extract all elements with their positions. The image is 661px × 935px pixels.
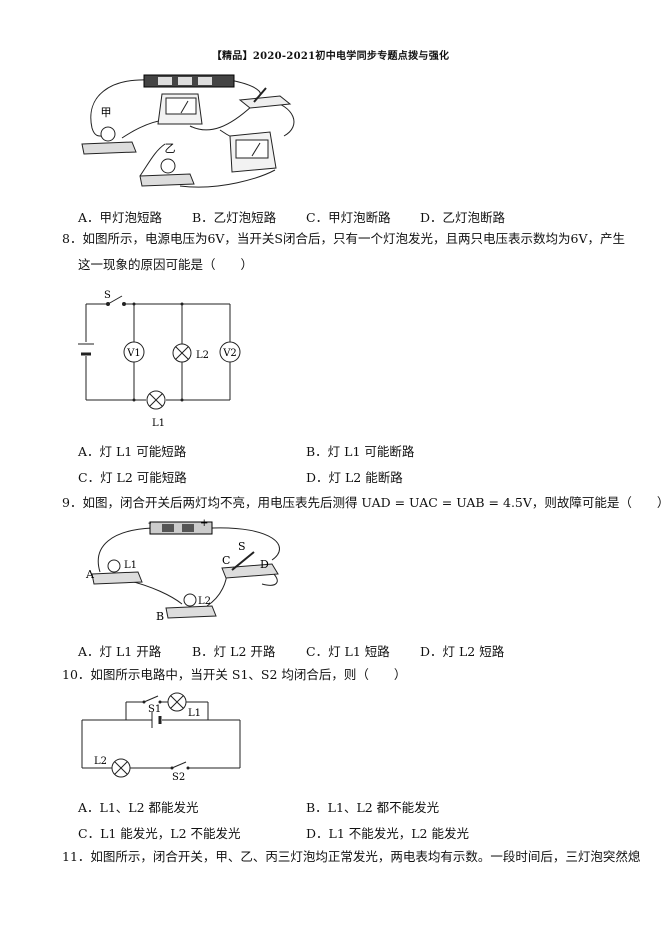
- q7-option-a[interactable]: A．甲灯泡短路: [78, 210, 163, 225]
- q9-option-c[interactable]: C．灯 L1 短路: [306, 644, 390, 659]
- lamp-l1-icon: [146, 390, 166, 410]
- q8-option-b[interactable]: B．灯 L1 可能断路: [306, 444, 415, 459]
- knife-switch-icon: [221, 551, 279, 579]
- q10-l1-label: L1: [188, 708, 201, 719]
- battery-icon: [149, 521, 213, 535]
- q8-stem-line2: 这一现象的原因可能是（ ）: [78, 257, 254, 272]
- battery-icon: [143, 74, 235, 88]
- q7-option-c[interactable]: C．甲灯泡断路: [306, 210, 391, 225]
- v1-label: V1: [126, 348, 141, 359]
- battery-minus-label: -: [148, 518, 151, 529]
- meter-icon: [157, 93, 203, 125]
- knife-switch-icon: [238, 87, 292, 109]
- q10-circuit-diagram: L1 S1 L2 S2: [81, 692, 241, 783]
- l2-label: L2: [196, 350, 209, 361]
- point-d-label: D: [260, 558, 269, 571]
- q7-option-d[interactable]: D．乙灯泡断路: [420, 210, 506, 225]
- q9-l1-label: L1: [124, 560, 137, 571]
- page-header: 【精品】2020-2021初中电学同步专题点拨与强化: [211, 51, 450, 62]
- lamp-base-icon: [81, 126, 137, 155]
- q8-circuit-diagram: V1 L2 V2 L1 S: [78, 290, 241, 429]
- q10-option-b[interactable]: B．L1、L2 都不能发光: [306, 800, 440, 815]
- lamp-l2-icon: [111, 758, 131, 778]
- q8-stem-line1: 8．如图所示，电源电压为6V，当开关S闭合后，只有一个灯泡发光，且两只电压表示数…: [62, 231, 625, 246]
- q8-option-a[interactable]: A．灯 L1 可能短路: [78, 444, 187, 459]
- q8-option-c[interactable]: C．灯 L2 可能短路: [78, 470, 187, 485]
- q9-circuit-figure: - + A L1 B L2 C D S: [85, 518, 280, 623]
- q10-s2-label: S2: [172, 772, 185, 783]
- battery-icon: [151, 712, 162, 728]
- lamp-base-icon: [165, 593, 217, 619]
- lamp-l1-icon: [167, 692, 187, 712]
- q10-stem-line1: 10．如图所示电路中，当开关 S1、S2 均闭合后，则（ ）: [62, 667, 407, 682]
- q9-option-a[interactable]: A．灯 L1 开路: [78, 644, 162, 659]
- q9-l2-label: L2: [198, 596, 211, 607]
- meter-icon: [229, 131, 277, 173]
- v2-label: V2: [222, 348, 237, 359]
- lamp-label-yi: 乙: [165, 142, 176, 155]
- battery-plus-label: +: [200, 518, 208, 529]
- lamp-label-jia: 甲: [101, 106, 112, 119]
- point-c-label: C: [222, 554, 230, 567]
- l1-label: L1: [152, 418, 165, 429]
- q10-s1-label: S1: [148, 704, 161, 715]
- q7-circuit-figure: 甲 乙: [81, 74, 295, 188]
- q10-option-d[interactable]: D．L1 不能发光，L2 能发光: [306, 826, 469, 841]
- q10-l2-label: L2: [94, 756, 107, 767]
- q10-option-c[interactable]: C．L1 能发光，L2 不能发光: [78, 826, 241, 841]
- q11-stem-line1: 11．如图所示，闭合开关，甲、乙、丙三灯泡均正常发光，两电表均有示数。一段时间后…: [62, 849, 641, 864]
- lamp-base-icon: [91, 559, 143, 585]
- voltmeter-v1-icon: [123, 341, 145, 363]
- lamp-base-icon: [139, 158, 195, 187]
- q9-switch-label: S: [238, 540, 246, 553]
- q9-option-d[interactable]: D．灯 L2 短路: [420, 644, 505, 659]
- q10-option-a[interactable]: A．L1、L2 都能发光: [78, 800, 199, 815]
- point-a-label: A: [85, 568, 95, 581]
- q7-option-b[interactable]: B．乙灯泡短路: [192, 210, 277, 225]
- switch-s-label: S: [104, 290, 111, 301]
- point-b-label: B: [156, 610, 164, 623]
- battery-icon: [78, 343, 94, 356]
- q9-stem-line1: 9．如图，闭合开关后两灯均不亮，用电压表先后测得 UAD = UAC = UAB…: [62, 495, 661, 510]
- voltmeter-v2-icon: [219, 341, 241, 363]
- q9-option-b[interactable]: B．灯 L2 开路: [192, 644, 276, 659]
- lamp-l2-icon: [172, 343, 192, 363]
- q8-option-d[interactable]: D．灯 L2 能断路: [306, 470, 403, 485]
